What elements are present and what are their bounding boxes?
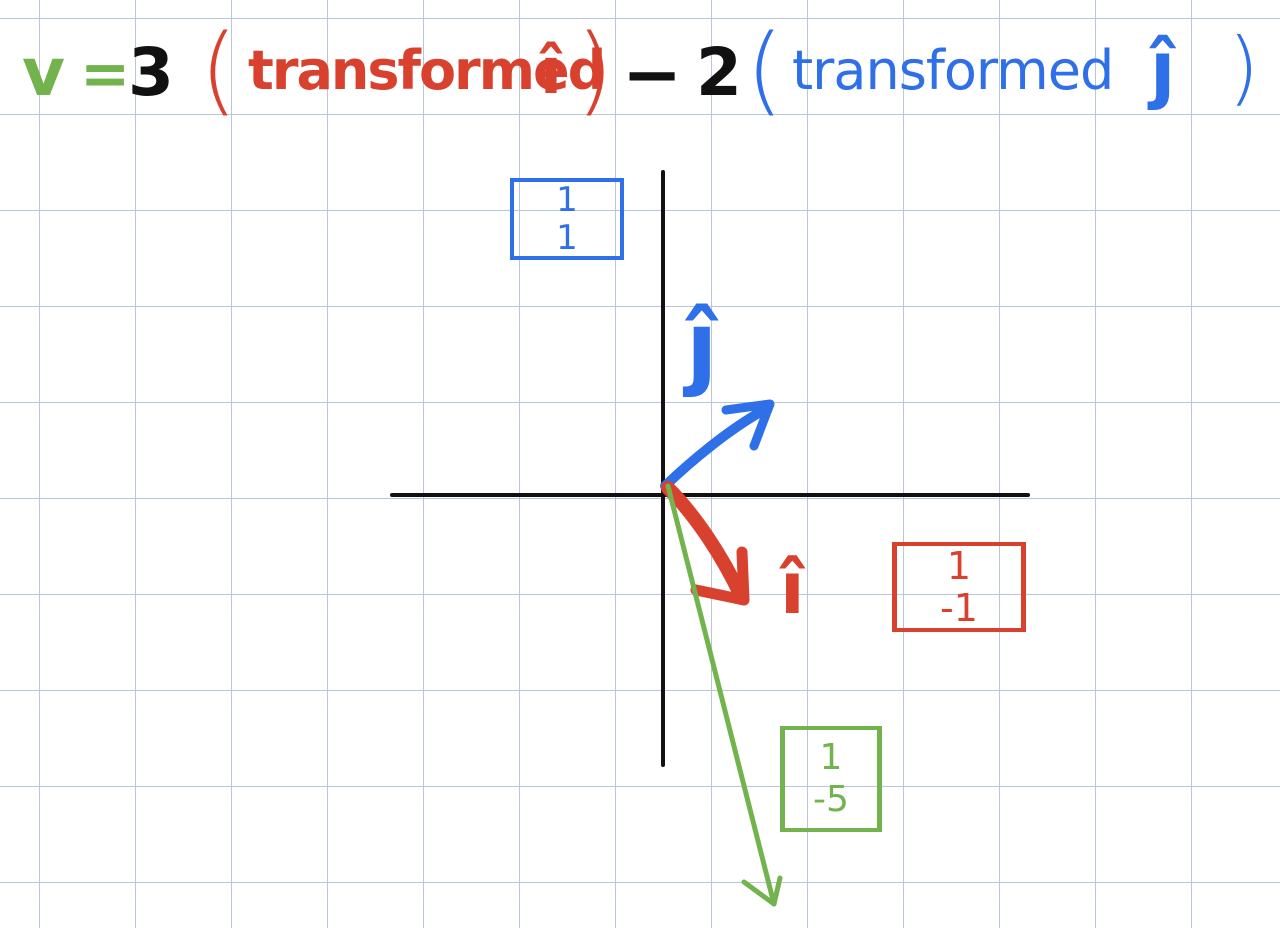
matrix-i-bottom: -1: [940, 586, 978, 630]
matrix-j-top: 1: [556, 180, 578, 220]
equation-j-hat: ĵ: [1150, 26, 1176, 112]
equation-paren-open-2: (: [746, 14, 784, 126]
equation-word-transformed-j: transformed: [792, 39, 1114, 102]
equation-i-hat: î: [540, 35, 562, 109]
vector-v-shaft: [665, 483, 777, 907]
label-j-hat: ĵ: [686, 292, 718, 399]
equation-v: v: [22, 34, 66, 111]
equation-paren-close: ): [576, 14, 614, 126]
equation-paren-close-2: ): [1228, 21, 1260, 114]
vector-i-arrowhead: [690, 546, 750, 606]
vector-j-arrowhead: [721, 399, 775, 451]
matrix-j-vector: 1 1: [510, 178, 624, 260]
equation-minus: −: [622, 32, 683, 116]
matrix-j-bottom: 1: [556, 218, 578, 258]
matrix-i-top: 1: [946, 544, 972, 588]
vector-j-shaft: [660, 405, 769, 491]
equation-coef-i: 3: [128, 34, 174, 111]
vector-v-arrowhead: [741, 875, 783, 907]
matrix-v-vector: 1 -5: [780, 726, 882, 832]
vector-i-shaft: [661, 481, 749, 605]
equation-word-transformed-i: transformed: [248, 39, 606, 102]
equation-equals: =: [80, 39, 131, 109]
label-i-hat: î: [780, 546, 805, 630]
matrix-i-vector: 1 -1: [892, 542, 1026, 632]
matrix-v-top: 1: [819, 737, 843, 778]
equation-coef-j: 2: [696, 34, 742, 111]
equation-paren-open: (: [200, 14, 238, 126]
matrix-v-bottom: -5: [813, 779, 849, 820]
